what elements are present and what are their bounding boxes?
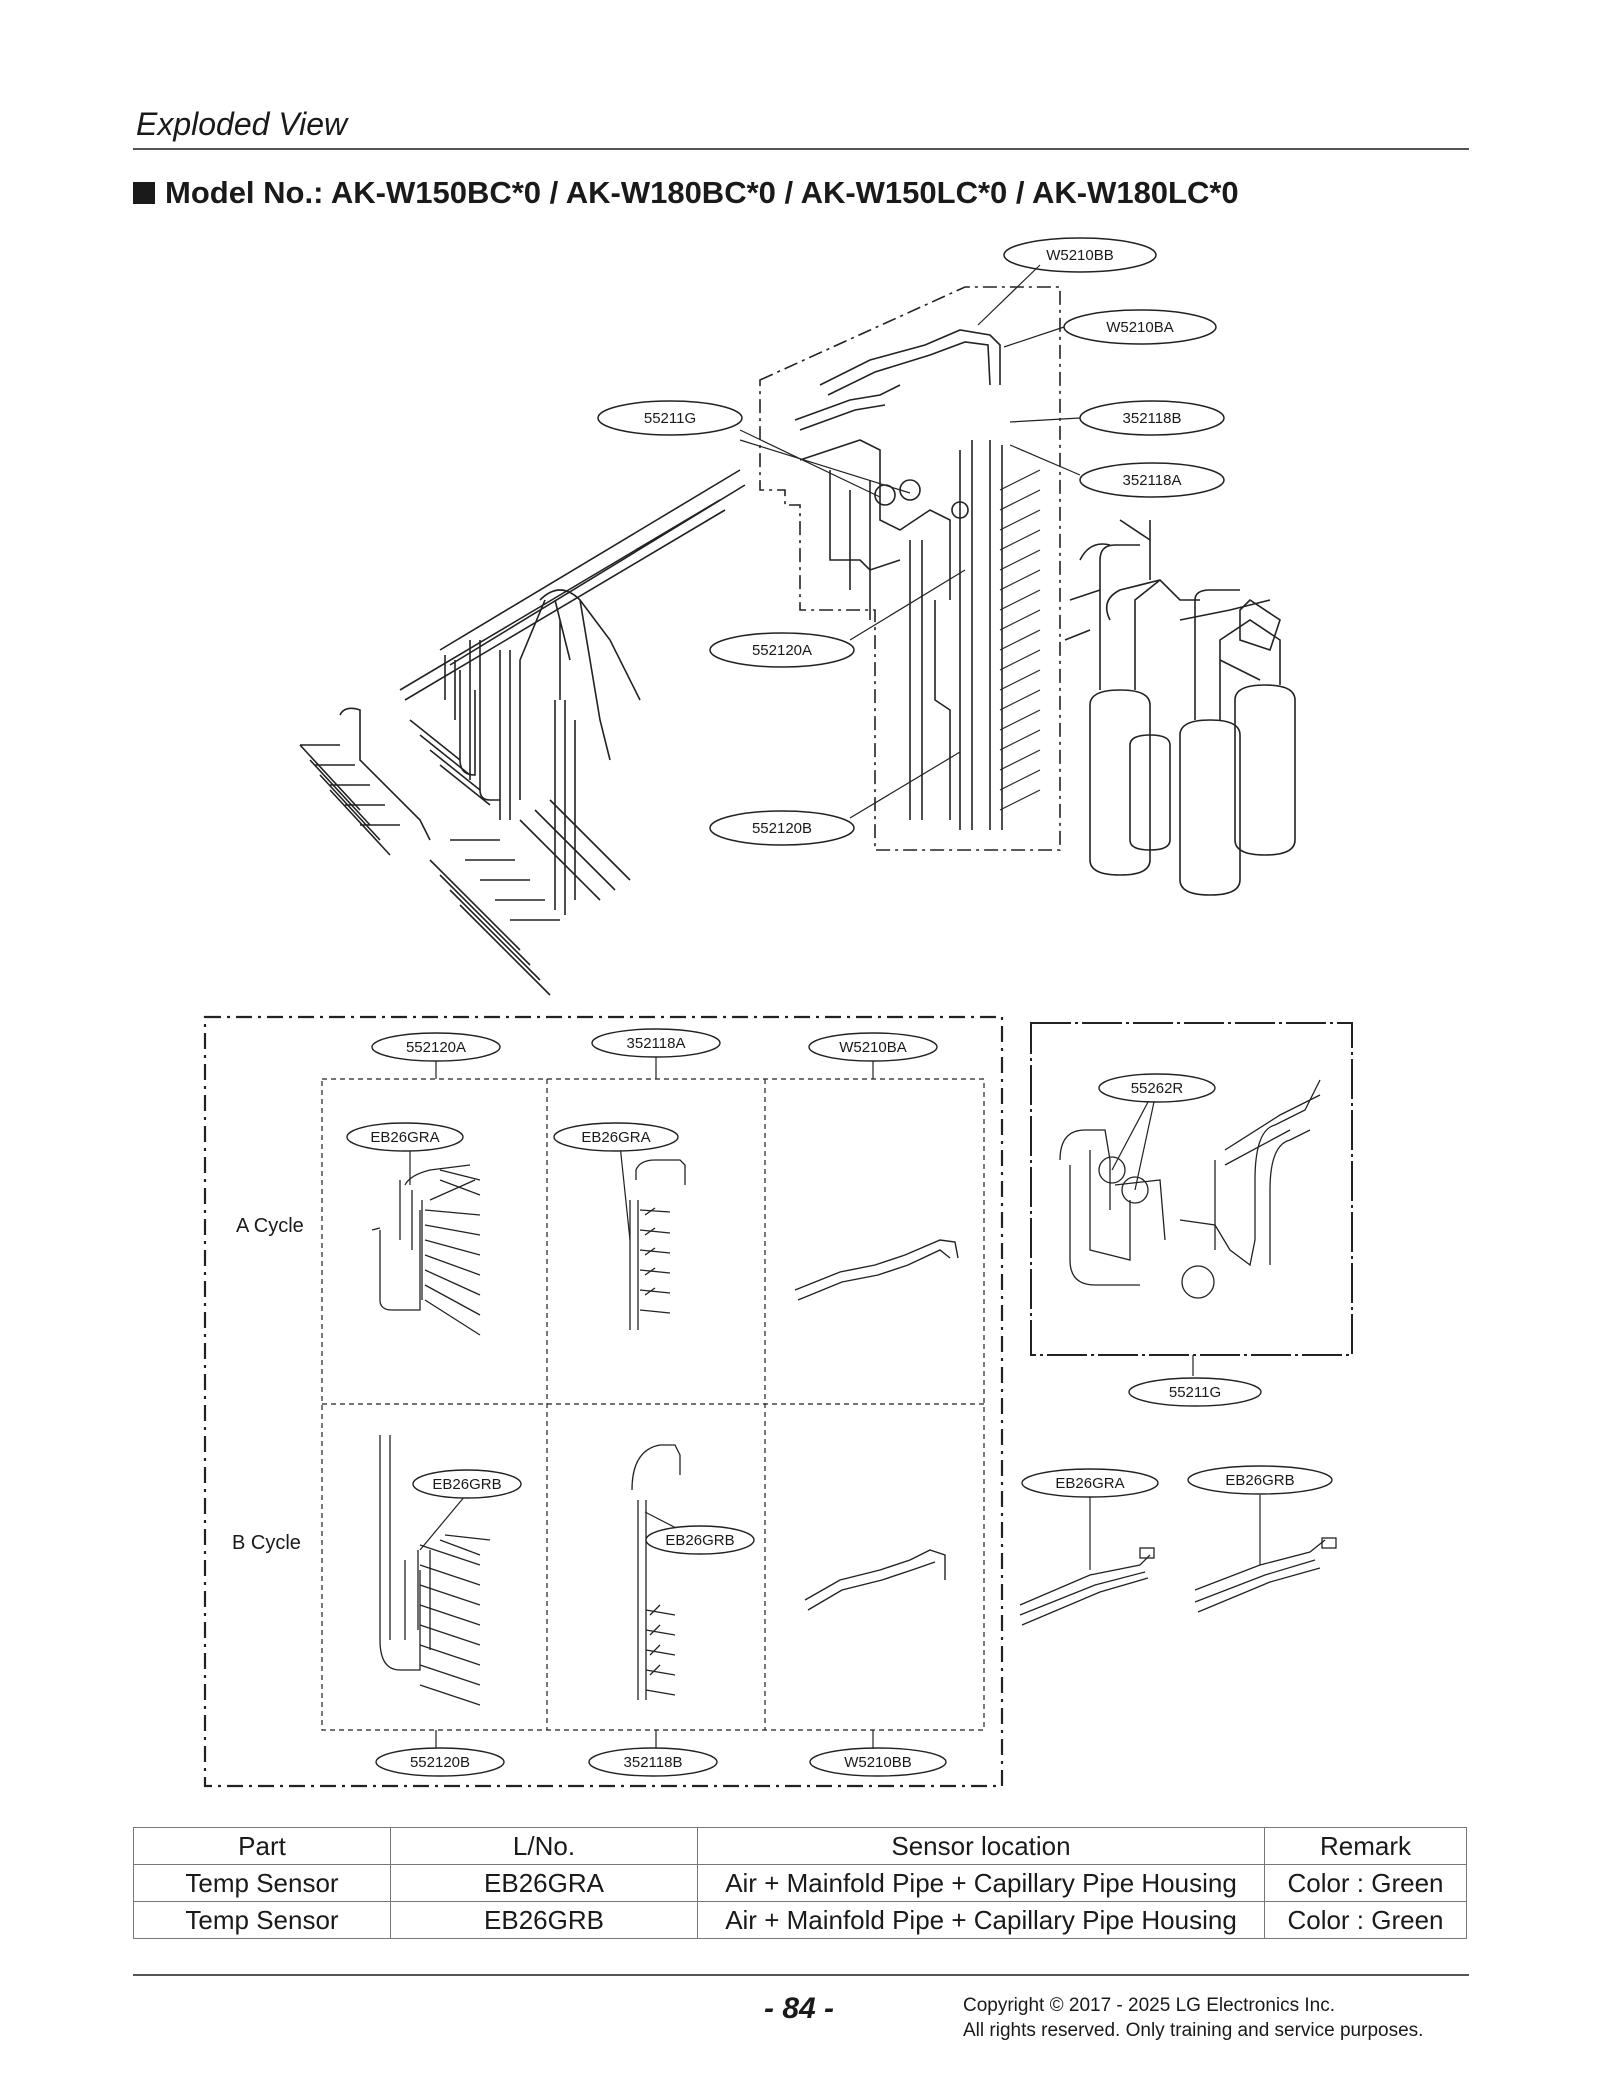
distributor-right	[429, 700, 631, 996]
row-label-a-cycle: A Cycle	[236, 1215, 304, 1237]
callout-w5210ba: W5210BA	[1003, 309, 1217, 348]
callout-55211g: 55211G	[597, 400, 911, 498]
svg-text:552120B: 552120B	[410, 1754, 470, 1771]
footer-divider	[133, 1974, 1469, 1976]
distributor-left	[299, 707, 491, 856]
assembly-boundary	[759, 286, 1061, 851]
svg-text:W5210BB: W5210BB	[1046, 247, 1114, 264]
sensor-eb26grb	[1194, 1537, 1337, 1613]
svg-text:552120B: 552120B	[752, 820, 812, 837]
sensor-label-eb26gra: EB26GRA	[1021, 1468, 1159, 1498]
th-part: Part	[133, 1827, 391, 1865]
square-bullet-icon	[133, 182, 155, 204]
svg-text:352118A: 352118A	[627, 1035, 686, 1052]
sensor-tag-a1: EB26GRA	[346, 1122, 464, 1152]
svg-text:EB26GRB: EB26GRB	[432, 1476, 501, 1493]
copyright-line-1: Copyright © 2017 - 2025 LG Electronics I…	[963, 1995, 1336, 2016]
table-row: Temp Sensor EB26GRA Air + Mainfold Pipe …	[133, 1864, 1467, 1902]
table-header-row: Part L/No. Sensor location Remark	[133, 1827, 1467, 1865]
cell-remark: Color : Green	[1264, 1864, 1467, 1902]
box-55211g: 55211G	[1128, 1377, 1262, 1407]
svg-text:352118B: 352118B	[624, 1754, 683, 1771]
svg-text:352118B: 352118B	[1123, 410, 1182, 427]
svg-text:W5210BA: W5210BA	[839, 1039, 907, 1056]
svg-text:55262R: 55262R	[1131, 1080, 1184, 1097]
section-title: Exploded View	[136, 106, 348, 142]
svg-text:W5210BA: W5210BA	[1106, 319, 1174, 336]
cell-lno: EB26GRA	[390, 1864, 698, 1902]
sketch-552120a	[371, 1164, 481, 1336]
svg-text:EB26GRA: EB26GRA	[1055, 1475, 1124, 1492]
capillary-bundle	[999, 469, 1041, 811]
page-number: - 84 -	[764, 1992, 835, 2025]
cell-part: Temp Sensor	[133, 1901, 391, 1939]
svg-text:352118A: 352118A	[1123, 472, 1182, 489]
cell-location: Air + Mainfold Pipe + Capillary Pipe Hou…	[697, 1864, 1265, 1902]
sensor-tag-b2: EB26GRB	[645, 1525, 755, 1555]
copyright-line-2: All rights reserved. Only training and s…	[963, 2020, 1424, 2041]
row-label-b-cycle: B Cycle	[232, 1532, 301, 1554]
sketch-w5210bb	[804, 1549, 946, 1611]
th-remark: Remark	[1264, 1827, 1467, 1865]
detail-352118b: 352118B	[588, 1747, 718, 1777]
detail-w5210ba: W5210BA	[808, 1032, 938, 1062]
svg-text:EB26GRA: EB26GRA	[370, 1129, 439, 1146]
callout-w5210bb: W5210BB	[977, 237, 1157, 326]
detail-552120b: 552120B	[375, 1747, 505, 1777]
svg-text:EB26GRB: EB26GRB	[665, 1532, 734, 1549]
sketch-w5210ba	[794, 1239, 959, 1301]
svg-text:55211G: 55211G	[1169, 1384, 1221, 1401]
detail-w5210bb: W5210BB	[809, 1747, 947, 1777]
model-number: Model No.: AK-W150BC*0 / AK-W180BC*0 / A…	[165, 175, 1239, 210]
detail-352118a: 352118A	[591, 1028, 721, 1058]
sensor-tag-b1: EB26GRB	[412, 1469, 522, 1499]
cell-part: Temp Sensor	[133, 1864, 391, 1902]
svg-text:552120A: 552120A	[752, 642, 812, 659]
svg-text:552120A: 552120A	[406, 1039, 466, 1056]
callout-552120b: 552120B	[709, 751, 961, 846]
cell-remark: Color : Green	[1264, 1901, 1467, 1939]
sensor-table: Part L/No. Sensor location Remark Temp S…	[133, 1827, 1467, 1939]
svg-text:55211G: 55211G	[644, 410, 696, 427]
sketch-352118b	[631, 1444, 681, 1700]
detail-callouts: 552120A 352118A W5210BA EB26GRA EB26GRA …	[346, 1028, 1333, 1777]
top-callouts: W5210BB W5210BA 55211G 352118B 352118A 5…	[597, 237, 1225, 846]
detail-552120a: 552120A	[371, 1032, 501, 1062]
th-lno: L/No.	[390, 1827, 698, 1865]
detail-frame	[203, 1015, 1004, 1788]
callout-352118a: 352118A	[1009, 444, 1225, 498]
model-heading: Model No.: AK-W150BC*0 / AK-W180BC*0 / A…	[133, 175, 1239, 211]
sketch-552120b	[379, 1435, 491, 1706]
copyright: Copyright © 2017 - 2025 LG Electronics I…	[963, 1993, 1423, 2043]
th-sensor-location: Sensor location	[697, 1827, 1265, 1865]
table-row: Temp Sensor EB26GRB Air + Mainfold Pipe …	[133, 1901, 1467, 1939]
header-divider	[133, 148, 1469, 150]
compressors	[1064, 519, 1296, 896]
sketch-352118a	[629, 1159, 686, 1330]
svg-text:W5210BB: W5210BB	[844, 1754, 912, 1771]
sensor-label-eb26grb: EB26GRB	[1187, 1465, 1333, 1495]
svg-text:EB26GRB: EB26GRB	[1225, 1472, 1294, 1489]
svg-text:EB26GRA: EB26GRA	[581, 1129, 650, 1146]
callout-352118b: 352118B	[1009, 400, 1225, 436]
sensor-eb26gra	[1019, 1547, 1155, 1626]
sensor-tag-a2: EB26GRA	[553, 1122, 679, 1152]
cell-lno: EB26GRB	[390, 1901, 698, 1939]
callout-552120a: 552120A	[709, 569, 966, 668]
sketch-55211g	[1059, 1079, 1321, 1299]
cell-location: Air + Mainfold Pipe + Capillary Pipe Hou…	[697, 1901, 1265, 1939]
valve-box	[1030, 1022, 1353, 1356]
box-55262r: 55262R	[1098, 1073, 1216, 1103]
